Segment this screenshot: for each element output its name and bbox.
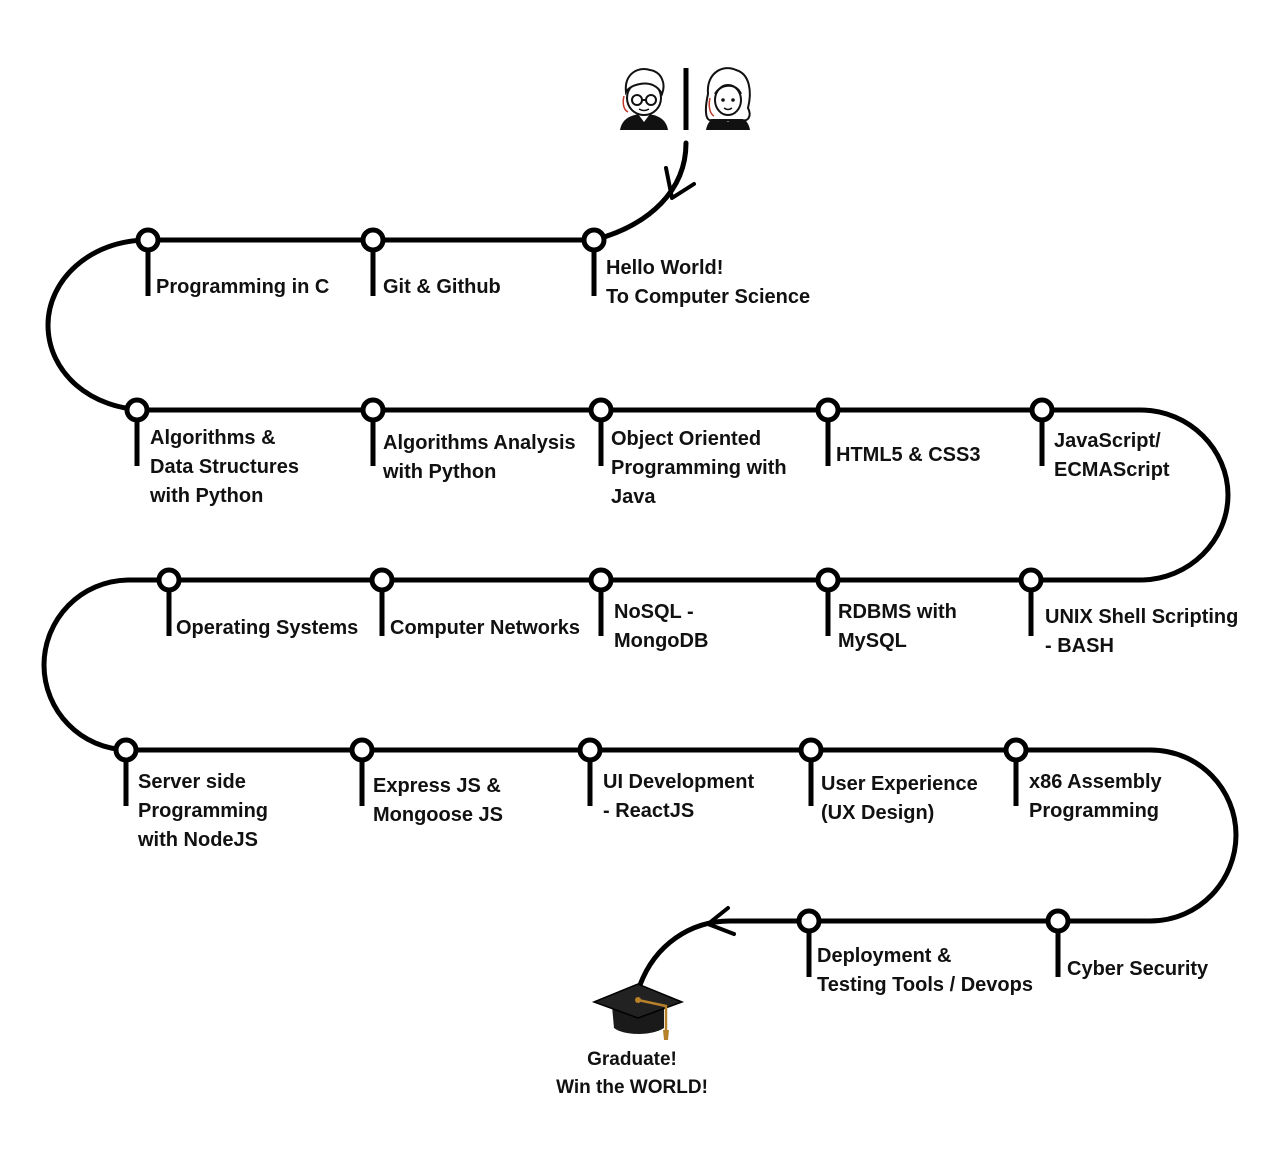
milestone-label: Operating Systems xyxy=(176,614,358,643)
milestone-node xyxy=(796,908,822,934)
milestone-label-line: - BASH xyxy=(1045,635,1114,657)
milestone-node xyxy=(1029,397,1055,423)
milestone-node xyxy=(577,737,603,763)
finish-label: Graduate! Win the WORLD! xyxy=(532,1046,732,1102)
milestone-label: UNIX Shell Scripting - BASH xyxy=(1045,603,1238,661)
milestone-node xyxy=(113,737,139,763)
milestone-node xyxy=(581,227,607,253)
milestone-node xyxy=(815,567,841,593)
milestone-label-line: Algorithms Analysis xyxy=(383,432,576,454)
milestone-label: Algorithms & Data Structures with Python xyxy=(150,424,299,511)
milestone-label-line: Hello World! xyxy=(606,257,724,279)
roadmap-path xyxy=(41,140,1239,988)
milestone-label-line: (UX Design) xyxy=(821,802,935,824)
milestone-node xyxy=(1018,567,1044,593)
milestone-label-line: MySQL xyxy=(838,630,907,652)
milestone-label-line: JavaScript/ xyxy=(1054,430,1161,452)
milestone-label: JavaScript/ECMAScript xyxy=(1054,427,1170,485)
graduation-cap-icon xyxy=(591,983,685,1040)
milestone-label-line: Computer Networks xyxy=(390,617,581,639)
milestone-label-line: Cyber Security xyxy=(1067,958,1209,980)
milestone-label-line: UNIX Shell Scripting xyxy=(1045,606,1239,628)
milestone-label: Programming in C xyxy=(156,273,329,302)
finish-line-2: Win the WORLD! xyxy=(556,1077,708,1098)
milestone-label-line: NoSQL - xyxy=(614,601,694,623)
milestone-label: Deployment & Testing Tools / Devops xyxy=(817,942,1033,1000)
milestone-node xyxy=(1045,908,1071,934)
milestone-label: Git & Github xyxy=(383,273,501,302)
milestone-label-line: with NodeJS xyxy=(138,829,259,851)
milestone-label-line: RDBMS with xyxy=(838,601,957,623)
milestone-label-line: x86 Assembly xyxy=(1029,771,1162,793)
milestone-label: NoSQL - MongoDB xyxy=(614,598,708,656)
milestone-node xyxy=(135,227,161,253)
milestone-node xyxy=(124,397,150,423)
milestone-label: Computer Networks xyxy=(390,614,580,643)
milestone-node xyxy=(156,567,182,593)
milestone-node xyxy=(360,227,386,253)
milestone-node xyxy=(360,397,386,423)
milestone-label: Algorithms Analysis with Python xyxy=(383,429,576,487)
start-arrow-icon xyxy=(664,166,696,200)
milestone-label-line: ECMAScript xyxy=(1054,459,1170,481)
milestone-label: HTML5 & CSS3 xyxy=(836,441,980,470)
milestone-node xyxy=(369,567,395,593)
milestone-label: UI Development - ReactJS xyxy=(603,768,754,826)
milestone-label-line: - ReactJS xyxy=(603,800,695,822)
milestone-label-line: UI Development xyxy=(603,771,755,793)
end-arrow-icon xyxy=(706,906,736,936)
milestone-label-line: Operating Systems xyxy=(176,617,359,639)
milestone-label-line: Git & Github xyxy=(383,276,501,298)
milestone-label-line: Object Oriented xyxy=(611,428,762,450)
milestone-label-line: To Computer Science xyxy=(606,286,811,308)
milestone-label-line: Algorithms & xyxy=(150,427,276,449)
milestone-label-line: Testing Tools / Devops xyxy=(817,974,1033,996)
milestone-label-line: Programming with xyxy=(611,457,787,479)
milestone-node xyxy=(815,397,841,423)
milestone-label-line: Server side xyxy=(138,771,246,793)
milestone-label-line: Programming xyxy=(138,800,269,822)
milestone-label-line: MongoDB xyxy=(614,630,709,652)
milestone-label-line: with Python xyxy=(150,485,264,507)
milestone-label: Cyber Security xyxy=(1067,955,1208,984)
finish-line-1: Graduate! xyxy=(587,1049,677,1070)
avatar-girl-icon xyxy=(704,67,751,130)
milestone-label-line: Java xyxy=(611,486,656,508)
avatar-boy-icon xyxy=(620,68,668,130)
milestone-label-line: Programming xyxy=(1029,800,1160,822)
milestone-label-line: Express JS & xyxy=(373,775,501,797)
milestone-label-line: Data Structures xyxy=(150,456,299,478)
milestone-label-line: Deployment & xyxy=(817,945,952,967)
milestone-label-line: HTML5 & CSS3 xyxy=(836,444,981,466)
milestone-node xyxy=(588,397,614,423)
milestone-label-line: Mongoose JS xyxy=(373,804,504,826)
milestone-node xyxy=(588,567,614,593)
milestone-label: Express JS & Mongoose JS xyxy=(373,772,503,830)
milestone-label: Hello World! To Computer Science xyxy=(606,254,810,312)
milestone-node xyxy=(798,737,824,763)
milestone-label: User Experience (UX Design) xyxy=(821,770,978,828)
milestone-label-line: User Experience xyxy=(821,773,978,795)
milestone-node xyxy=(349,737,375,763)
milestone-label-line: with Python xyxy=(383,461,497,483)
milestone-label-line: Programming in C xyxy=(156,276,330,298)
milestone-node xyxy=(1003,737,1029,763)
